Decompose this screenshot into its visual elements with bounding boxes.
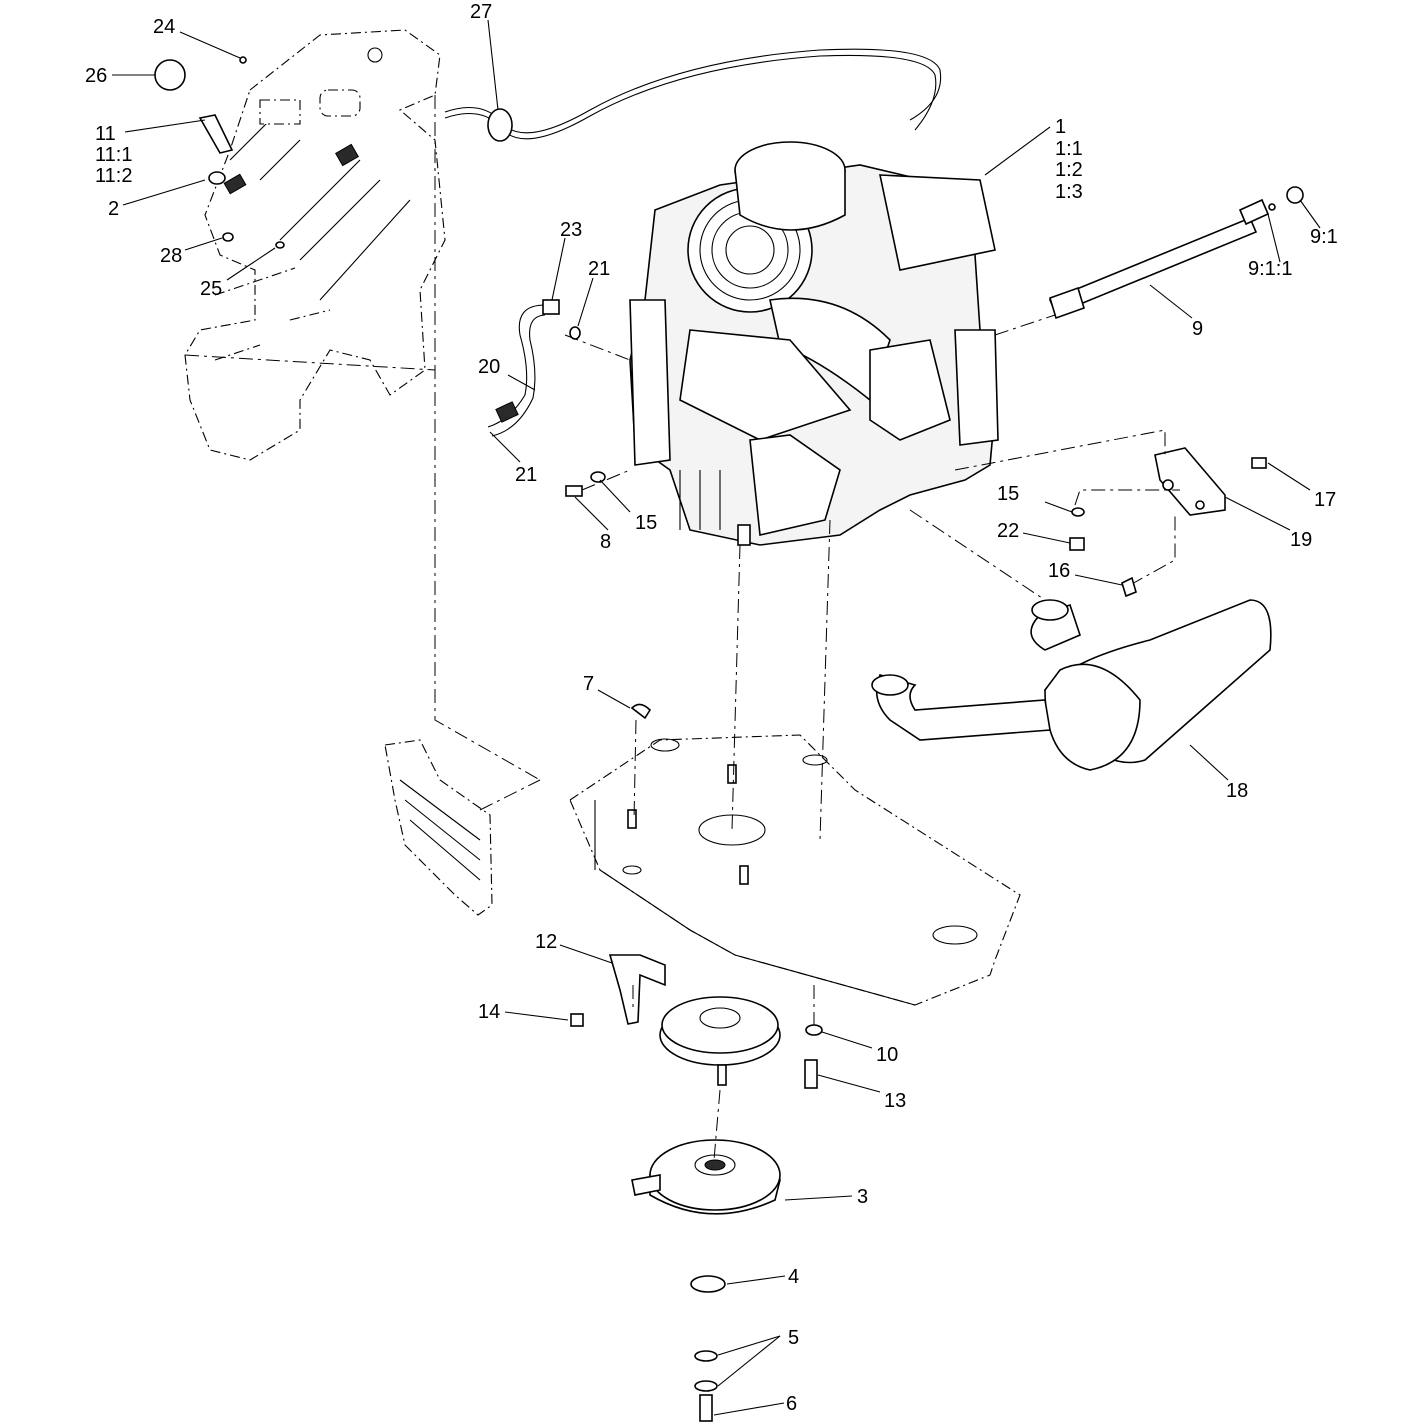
callout-9-1: 9:1 [1310,226,1338,248]
callout-19: 19 [1290,529,1312,551]
callout-1-2: 1:2 [1055,159,1083,181]
callout-8: 8 [600,531,611,553]
callout-21-top: 21 [588,258,610,280]
callout-1-3: 1:3 [1055,181,1083,203]
callout-15-right: 15 [997,483,1019,505]
oil-drain-pipe [1048,186,1304,320]
callout-2: 2 [108,198,119,220]
callout-13: 13 [884,1090,906,1112]
callout-28: 28 [160,245,182,267]
callout-3: 3 [857,1186,868,1208]
callout-10: 10 [876,1044,898,1066]
callout-11-1: 11:1 [95,144,132,166]
callout-27: 27 [470,1,492,23]
engine [629,141,999,546]
frame-panel-ghost [184,29,446,461]
callout-11-2: 11:2 [95,165,132,187]
callout-26: 26 [85,65,107,87]
callout-1: 1 [1055,116,1066,138]
callout-18: 18 [1226,780,1248,802]
throttle-cable [444,48,942,142]
callout-12: 12 [535,931,557,953]
fuel-line-hose [487,304,546,437]
callout-24: 24 [153,16,175,38]
callout-20: 20 [478,356,500,378]
deck-plate [569,734,1021,1006]
hardware [154,56,1267,1089]
callout-23: 23 [560,219,582,241]
clutch-fasteners [690,1275,726,1422]
leader-lines [112,19,1321,1416]
callout-15-left: 15 [635,512,657,534]
muffler-bracket [909,429,1226,601]
electric-clutch [631,1139,782,1215]
callout-7: 7 [583,673,594,695]
muffler [871,599,1272,771]
callout-17: 17 [1314,489,1336,511]
callout-labels: 24 26 27 11 11:1 11:2 2 28 25 1 1:1 1:2 … [85,1,1338,1415]
callout-16: 16 [1048,560,1070,582]
bracket [608,954,666,1025]
pto-pulley [659,996,781,1086]
callout-11: 11 [95,123,116,145]
callout-9-1-1-visible: 9:1:1 [1248,258,1292,280]
callout-9: 9 [1192,318,1203,340]
callout-14: 14 [478,1001,500,1023]
callout-6: 6 [786,1393,797,1415]
callout-4: 4 [788,1266,799,1288]
callout-25: 25 [200,278,222,300]
callout-22: 22 [997,520,1019,542]
callout-5: 5 [788,1327,799,1349]
callout-1-1: 1:1 [1055,138,1083,160]
fuel-tank-bracket-ghost [384,739,541,916]
callout-21-bottom: 21 [515,464,537,486]
alignment-lines [184,95,1056,1161]
